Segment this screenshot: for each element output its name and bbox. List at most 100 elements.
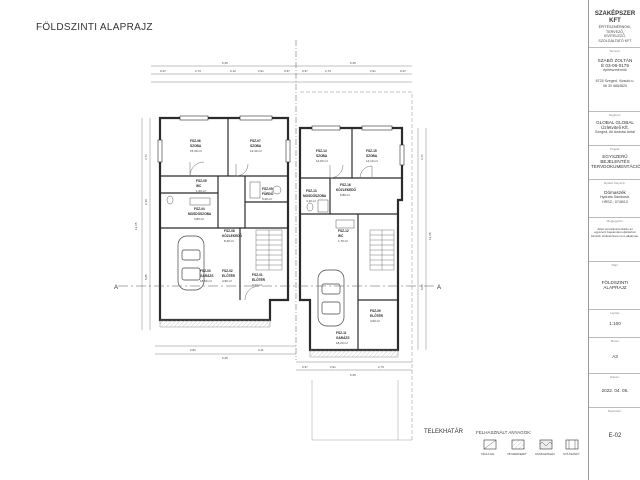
client-name: GLOBAL GLOBAL [596,119,634,125]
size-value: A3 [612,353,618,359]
right-top-dim-1: 0,37 [302,69,308,73]
room-code: FSZ-09 [370,309,381,313]
right-side-dimensions [417,128,427,350]
left-room-fsz-07: FSZ-07 SZOBA 12,40 m² [250,139,262,153]
left-top-dim-1: 0,37 [160,69,166,73]
designer-label: Tervező: [609,49,621,53]
company-cell: SZAKÉPSZER KFT ÉPÍTÉSZMÉRNÖKI, TERVEZŐ, … [589,0,640,48]
designer-role: építészmérnök [603,68,627,73]
room-area: 4,90 m² [222,279,232,283]
room-code: FSZ-12 [338,229,349,233]
left-top-dim-2: 2,73 [195,69,201,73]
project-cell: Projekt: EGYSZERŰ BEJELENTÉS TERVDOKUMEN… [589,146,640,180]
number-label: Rajzszám: [607,409,622,413]
room-code: FSZ-05 [196,179,207,183]
right-room-fsz-15: FSZ-15 SZOBA 12,10 m² [366,149,378,163]
right-room-fsz-12: FSZ-12 WC 1,70 m² [338,229,349,243]
room-code: FSZ-06 [190,139,201,143]
room-code: FSZ-16 [340,183,351,187]
room-name: ELŐTÉR [222,273,236,278]
left-interior-walls [160,118,288,300]
room-code: FSZ-15 [366,149,377,153]
room-name: FÜRDŐ [262,191,274,196]
room-name: WC [196,184,202,188]
location-line-2: Hydrafa Sándorstr. [600,195,630,199]
room-area: 18,60 m² [200,279,212,283]
left-car-icon [177,235,205,291]
left-bottom-dim-1: 2,81 [190,348,196,352]
left-bottom-dimensions [155,345,296,355]
number-cell: Rajzszám: E-02 [589,408,640,480]
left-side-dimensions [141,118,151,330]
left-room-fsz-09: FSZ-09 FÜRDŐ 5,20 m² [262,187,274,201]
material-openings: NYÍLÁSZÁRÓ [563,439,579,456]
right-car-icon [317,269,345,327]
designer-address: 6725 Szeged, Vizsoló u. [595,79,635,83]
right-top-dimensions [296,65,412,83]
title-block: SZAKÉPSZER KFT ÉPÍTÉSZMÉRNÖKI, TERVEZŐ, … [588,0,640,480]
left-top-dim-5: 0,37 [284,69,290,73]
client-label: Megbízó: [608,113,622,117]
room-name: KÖZLEKEDŐ [222,233,243,238]
room-name: MOSDÓSZOBA [303,193,327,198]
sheet-cell: Rajz: FÖLDSZINTI ALAPRAJZ [589,262,640,310]
material-concrete: VB SZERKEZET [507,439,527,456]
company-line-3: SZOLGÁLTATÓ KFT [598,38,632,43]
room-name: KÖZLEKEDŐ [336,187,357,192]
right-top-dim-total: 6,25 [350,61,356,65]
room-code: FSZ-07 [250,139,261,143]
left-side-dim-2: 2,40 [144,199,148,205]
section-mark-right: A [437,285,441,291]
right-terrace-hatch [309,349,399,358]
left-room-fsz-08: FSZ-08 KÖZLEKEDŐ 8,40 m² [222,229,243,243]
materials-heading: FELHASZNÁLT ANYAGOK: [476,429,532,435]
room-code: FSZ-01 [252,273,263,277]
left-top-dim-4: 2,91 [258,69,264,73]
left-room-fsz-04: FSZ-04 MOSDÓSZOBA 3,80 m² [188,207,212,221]
room-area: 6,80 m² [340,193,350,197]
room-area: 3,20 m² [252,283,262,287]
drawing-number: E-02 [608,432,622,439]
left-side-dim-total: 13,65 [134,222,138,230]
room-area: 18,20 m² [336,341,348,345]
date-value: 2022. 04. 05. [601,387,629,393]
location-cell: Építési helyszín: Dómaszék Hydrafa Sándo… [589,180,640,218]
right-side-dim-1: 3,71 [420,154,424,160]
room-name: SZOBA [250,144,262,148]
left-room-fsz-01: FSZ-01 ELŐTÉR 3,20 m² [252,273,266,287]
room-name: MOSDÓSZOBA [188,211,212,216]
designer-phone: 06 30 9854820 [603,83,627,88]
right-top-dim-2: 2,73 [325,69,331,73]
project-name: EGYSZERŰ BEJELENTÉS TERVDOKUMENTÁCIÓ [591,153,640,170]
left-outer-wall [158,116,290,322]
right-interior-walls [300,128,402,350]
designer-id: É 03-06-0179 [601,63,629,68]
right-staircase [369,229,395,271]
right-room-fsz-13: FSZ-13 MOSDÓSZOBA 4,10 m² [303,189,327,203]
room-code: FSZ-08 [224,229,235,233]
room-area: 3,80 m² [194,217,204,221]
room-code: FSZ-13 [306,189,317,193]
company-line-2: KIVITELEZŐ, [604,34,626,39]
location-line-3: HRSZ.: 0748/13 [602,199,628,204]
right-property-boundary [300,91,413,440]
material-brick: TÉGLA FAL [481,439,497,456]
room-name: GARÁZS [336,335,349,340]
section-mark-left: A [114,285,118,291]
room-code: FSZ-14 [316,149,327,153]
room-name: WC [338,234,344,238]
svg-text:TÉGLA FAL: TÉGLA FAL [481,451,495,456]
right-bottom-dim-1: 0,37 [302,365,308,369]
room-name: GARÁZS [200,273,213,278]
left-terrace-hatch [159,319,271,328]
svg-text:HŐSZIGETELÉS: HŐSZIGETELÉS [535,451,555,456]
right-windows [311,125,405,166]
left-room-fsz-05: FSZ-05 WC 1,60 m² [196,179,207,193]
left-room-fsz-06: FSZ-06 SZOBA 15,30 m² [190,139,202,153]
room-area: 12,40 m² [250,149,262,153]
left-top-dim-3: 0,12 [230,69,236,73]
note-cell: Megjegyzés: Jelen tervdokumentáció az eg… [589,218,640,262]
boundary-label: TELEKHATÁR [424,428,464,435]
room-code: FSZ-09 [262,187,273,191]
date-label: Dátum: [610,375,620,379]
